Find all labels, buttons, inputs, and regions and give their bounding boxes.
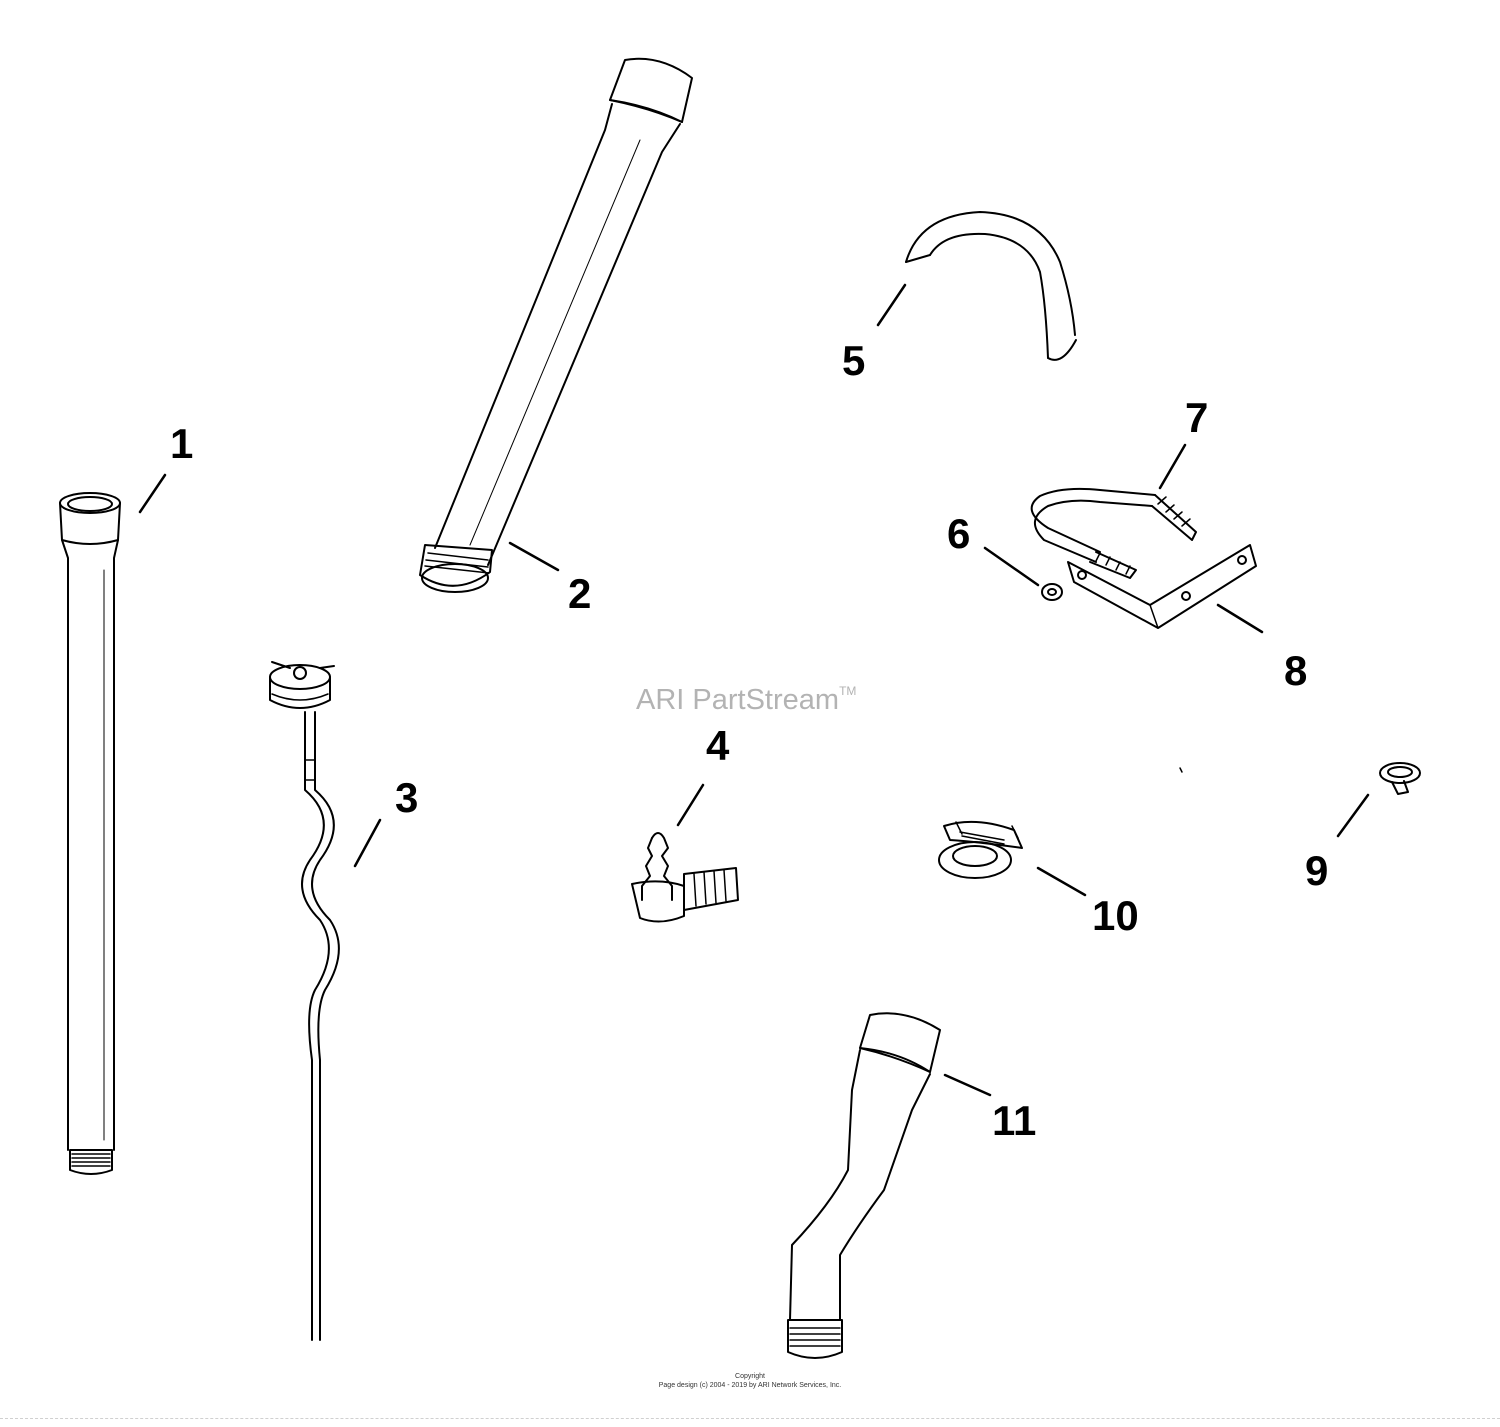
leader-lines [138,283,1370,1097]
leader-10 [1036,866,1087,897]
callout-10: 10 [1092,892,1139,939]
part-3-dipstick[interactable] [269,661,340,1341]
part-5-curved-hose[interactable] [905,211,1077,361]
part-2-straight-pipe[interactable] [419,57,693,593]
leader-6 [983,546,1040,587]
callout-11: 11 [992,1097,1036,1144]
callout-5: 5 [842,337,865,384]
part-4-elbow-fitting[interactable] [631,832,739,923]
callout-1: 1 [170,420,193,467]
copyright-text: Page design (c) 2004 - 2019 by ARI Netwo… [658,1382,842,1389]
part-9-lock-washer[interactable] [1379,762,1421,795]
part-7-u-bolt[interactable] [1030,487,1197,579]
leader-5 [876,283,907,327]
callout-3: 3 [395,774,418,821]
part-1-straight-pipe[interactable] [59,492,121,1175]
stray-mark [1179,767,1183,773]
part-10-hose-clamp[interactable] [938,820,1023,879]
callout-6: 6 [947,510,970,557]
callout-labels: 1 2 3 4 5 6 7 8 9 10 11 [170,337,1328,1144]
watermark-text: ARI PartStream [636,684,840,716]
leader-3 [353,818,382,868]
bottom-divider [0,1418,1500,1419]
leader-8 [1216,603,1264,634]
part-8-bracket[interactable] [1067,544,1257,629]
leader-4 [676,783,705,827]
part-6-nut[interactable] [1041,583,1063,601]
copyright-label: Copyright [735,1373,765,1380]
leader-7 [1158,443,1187,490]
callout-9: 9 [1305,847,1328,894]
leader-1 [138,473,167,514]
trademark-mark: TM [839,684,857,698]
watermark: ARI PartStreamTM [636,684,856,717]
callout-2: 2 [568,570,591,617]
callout-8: 8 [1284,647,1307,694]
callout-4: 4 [706,722,730,769]
callout-7: 7 [1185,394,1208,441]
copyright-footer: Copyright Page design (c) 2004 - 2019 by… [0,1372,1500,1390]
leader-11 [943,1073,992,1097]
leader-9 [1336,793,1370,838]
leader-2 [508,541,560,572]
part-11-bent-pipe[interactable] [787,1012,941,1359]
